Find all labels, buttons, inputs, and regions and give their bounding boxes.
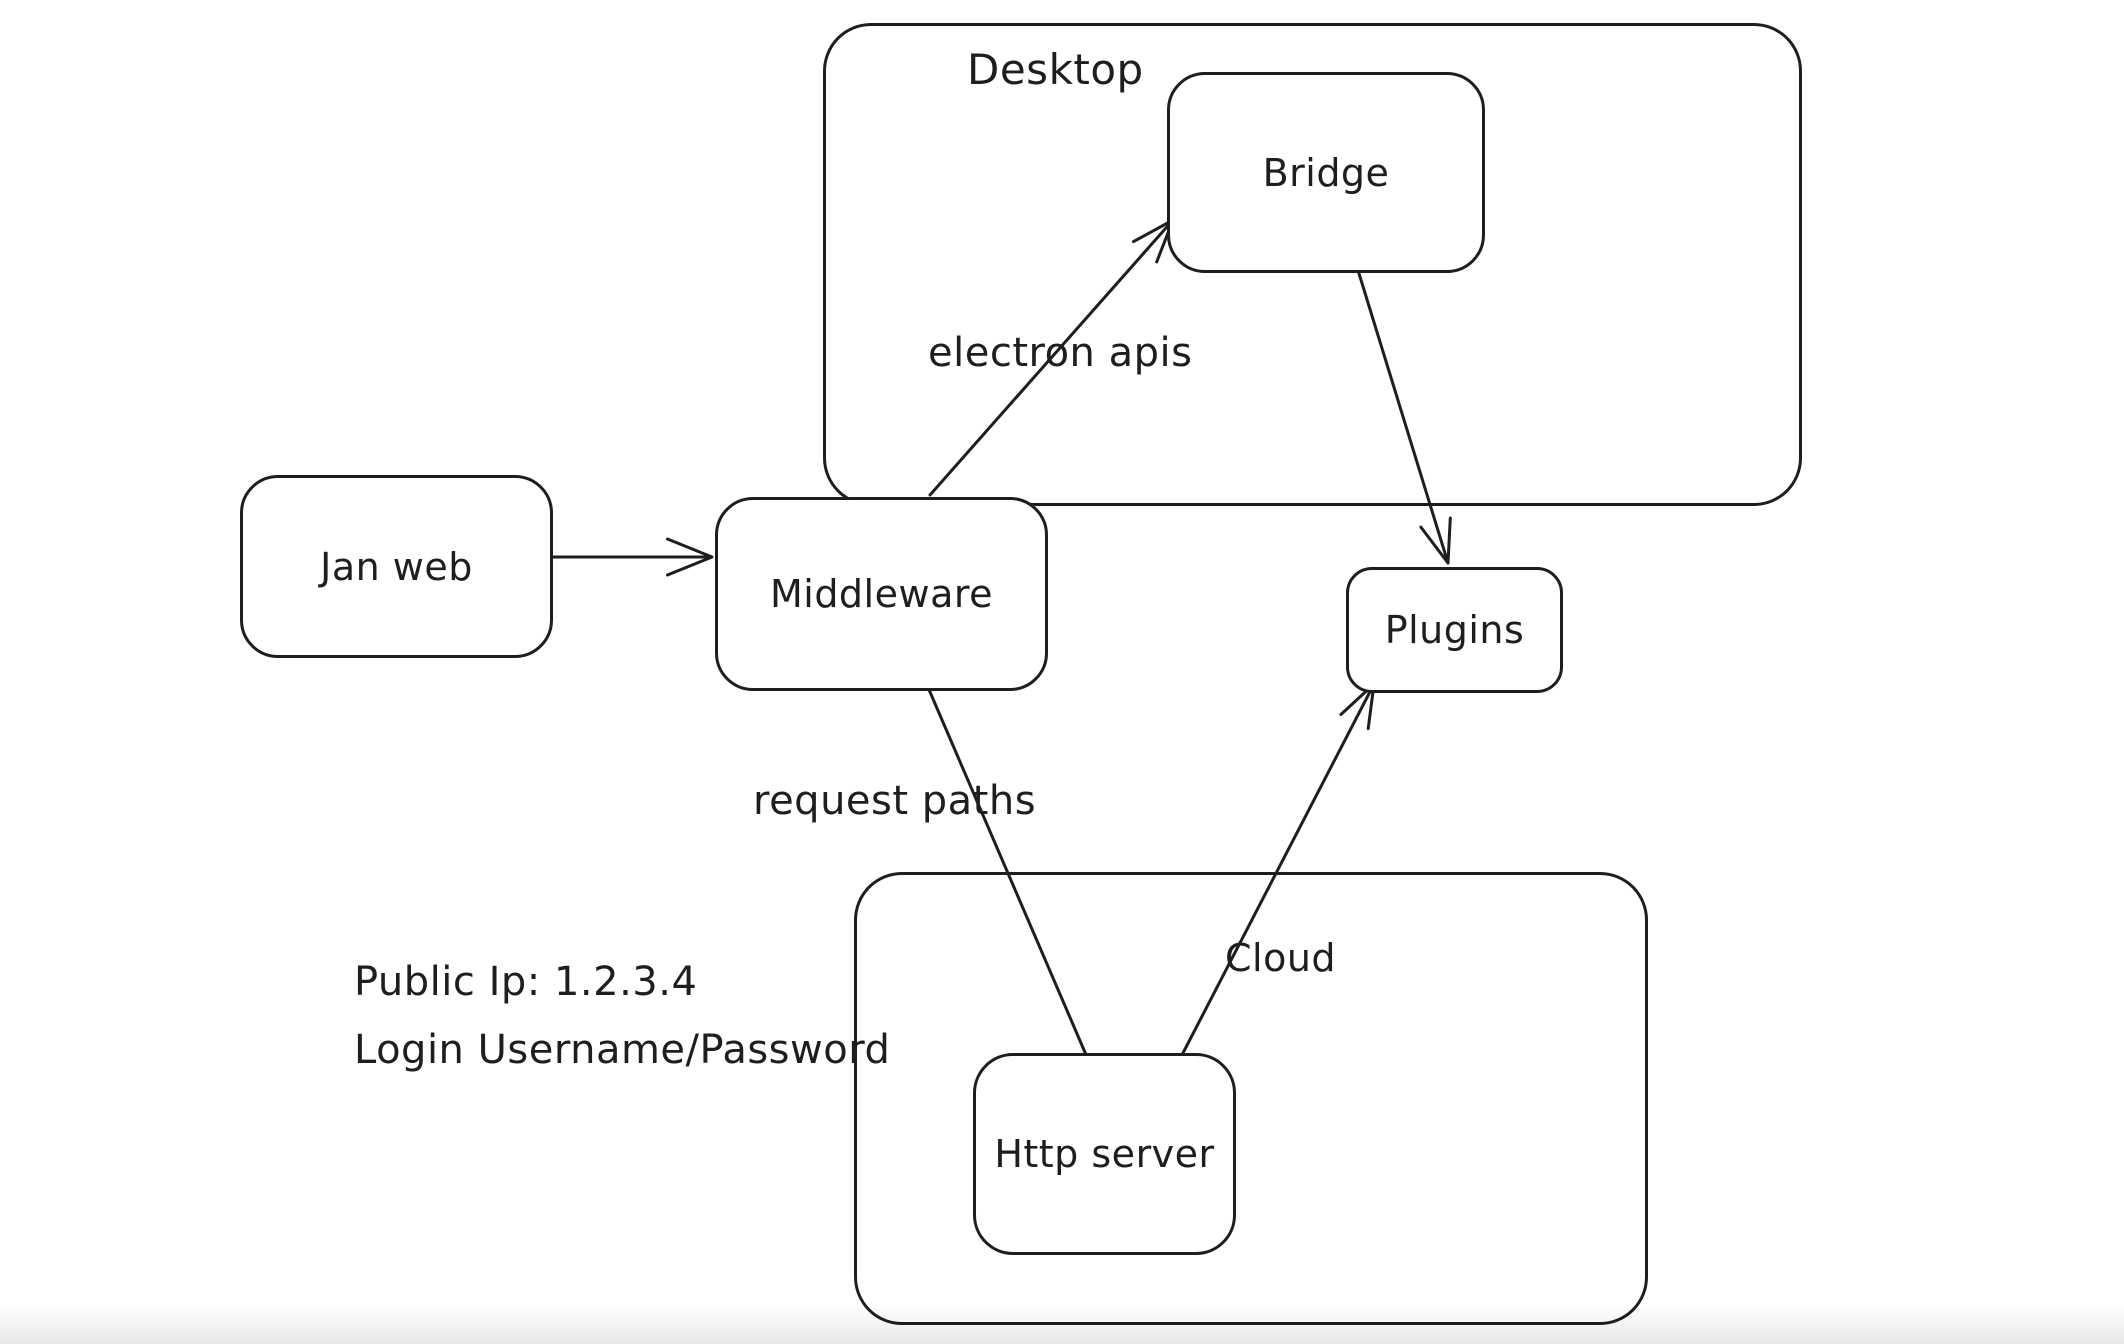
node-http-server[interactable]: Http server: [973, 1053, 1236, 1255]
node-plugins-label: Plugins: [1384, 608, 1525, 652]
node-bridge[interactable]: Bridge: [1167, 72, 1485, 273]
annotation-credentials[interactable]: Public Ip: 1.2.3.4 Login Username/Passwo…: [354, 948, 890, 1084]
node-middleware[interactable]: Middleware: [715, 497, 1048, 691]
edge-middleware-to-http-server[interactable]: [925, 683, 1089, 1059]
arrowhead-at-plugins-top: [1419, 516, 1452, 565]
container-cloud-label[interactable]: Cloud: [1225, 936, 1337, 980]
container-desktop-label[interactable]: Desktop: [967, 45, 1144, 94]
node-jan-web-label: Jan web: [320, 544, 473, 589]
container-desktop[interactable]: [823, 23, 1802, 506]
annotation-public-ip: Public Ip: 1.2.3.4: [354, 959, 698, 1005]
node-middleware-label: Middleware: [769, 572, 994, 616]
node-plugins[interactable]: Plugins: [1346, 567, 1563, 693]
edge-jan-web-to-middleware[interactable]: [545, 537, 714, 577]
container-cloud[interactable]: [854, 872, 1648, 1325]
annotation-login: Login Username/Password: [354, 1027, 891, 1073]
edge-label-electron-apis[interactable]: electron apis: [928, 330, 1193, 376]
node-bridge-label: Bridge: [1262, 150, 1390, 195]
edge-bridge-to-plugins[interactable]: [1355, 265, 1452, 565]
arrowhead-at-middleware: [666, 537, 714, 577]
node-jan-web[interactable]: Jan web: [240, 475, 553, 658]
edge-label-request-paths[interactable]: request paths: [753, 778, 1037, 824]
node-http-server-label: Http server: [994, 1132, 1215, 1176]
